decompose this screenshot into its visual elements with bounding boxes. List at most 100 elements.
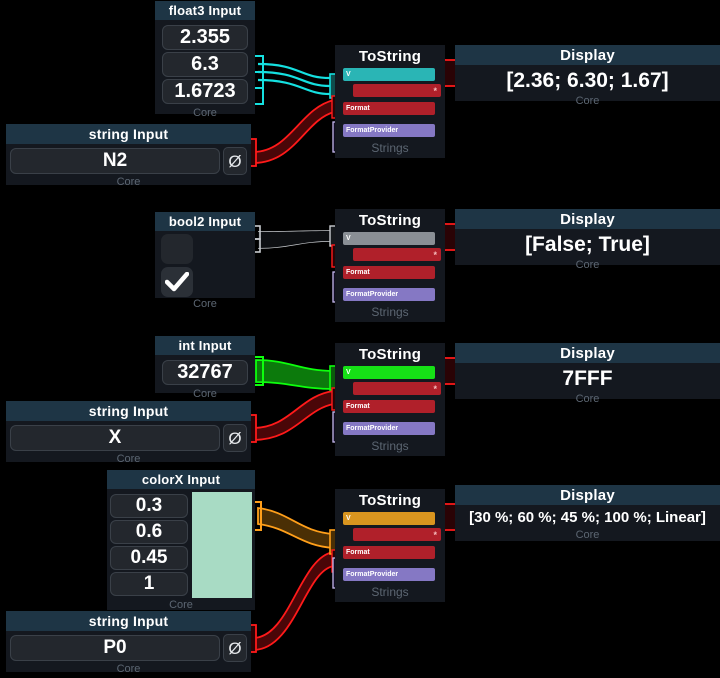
- node-footer: Core: [116, 663, 141, 675]
- port-output[interactable]: *: [353, 528, 441, 541]
- port-v[interactable]: V: [343, 512, 435, 525]
- port-list: V * Format FormatProvider: [335, 365, 445, 439]
- node-title: ToString: [358, 211, 422, 229]
- port-formatprovider[interactable]: FormatProvider: [343, 124, 435, 137]
- node-tostring-4[interactable]: ToString V * Format FormatProvider Strin…: [335, 489, 445, 602]
- node-display-4[interactable]: Display [30 %; 60 %; 45 %; 100 %; Linear…: [455, 485, 720, 541]
- node-footer: Strings: [371, 305, 409, 319]
- node-title: float3 Input: [155, 1, 255, 20]
- bool2-checkbox-0[interactable]: [161, 234, 193, 264]
- string-value-field[interactable]: P0: [10, 635, 220, 661]
- port-formatprovider[interactable]: FormatProvider: [343, 288, 435, 301]
- node-tostring-3[interactable]: ToString V * Format FormatProvider Strin…: [335, 343, 445, 456]
- node-bool2-input[interactable]: bool2 Input Core: [155, 212, 255, 310]
- null-set-icon[interactable]: Ø: [223, 147, 247, 175]
- string-input-row: N2 Ø: [6, 144, 251, 175]
- node-footer: Core: [193, 107, 217, 119]
- wire-float3-to-tostring: [257, 62, 331, 96]
- int-fields: 32767: [155, 355, 255, 385]
- node-title: Display: [455, 343, 720, 363]
- node-string-input-x[interactable]: string Input X Ø Core: [6, 401, 251, 465]
- node-footer: Strings: [371, 439, 409, 453]
- colorx-body: 0.3 0.6 0.45 1: [107, 489, 255, 598]
- port-formatprovider[interactable]: FormatProvider: [343, 568, 435, 581]
- port-v[interactable]: V: [343, 232, 435, 245]
- port-v[interactable]: V: [343, 366, 435, 379]
- colorx-value-g[interactable]: 0.6: [110, 520, 188, 544]
- bool2-checks: [155, 234, 255, 297]
- node-string-input-p0[interactable]: string Input P0 Ø Core: [6, 611, 251, 675]
- node-footer: Strings: [371, 141, 409, 155]
- node-footer: Core: [116, 453, 141, 465]
- node-title: string Input: [6, 124, 251, 144]
- null-set-icon[interactable]: Ø: [223, 634, 247, 662]
- wire-colorx-to-tostring: [257, 506, 335, 549]
- string-value-field[interactable]: N2: [10, 148, 220, 174]
- float3-value-y[interactable]: 6.3: [162, 52, 248, 77]
- colorx-value-r[interactable]: 0.3: [110, 494, 188, 518]
- port-list: V * Format FormatProvider: [335, 231, 445, 305]
- node-int-input[interactable]: int Input 32767 Core: [155, 336, 255, 400]
- wire-bool2-fill: [258, 231, 332, 248]
- node-title: string Input: [6, 401, 251, 421]
- node-footer: Core: [575, 529, 600, 541]
- port-list: V * Format FormatProvider: [335, 511, 445, 585]
- node-title: Display: [455, 485, 720, 505]
- node-footer: Strings: [371, 585, 409, 599]
- node-tostring-1[interactable]: ToString V * Format FormatProvider Strin…: [335, 45, 445, 158]
- port-format[interactable]: Format: [343, 102, 435, 115]
- string-input-row: X Ø: [6, 421, 251, 452]
- port-formatprovider[interactable]: FormatProvider: [343, 422, 435, 435]
- float3-fields: 2.355 6.3 1.6723: [155, 20, 255, 104]
- wire-stringN2-to-format: [252, 98, 335, 164]
- port-v[interactable]: V: [343, 68, 435, 81]
- wire-stringP0-to-format: [252, 550, 335, 651]
- node-colorx-input[interactable]: colorX Input 0.3 0.6 0.45 1 Core: [107, 470, 255, 611]
- node-tostring-2[interactable]: ToString V * Format FormatProvider Strin…: [335, 209, 445, 322]
- node-title: ToString: [358, 491, 422, 509]
- wire-int-to-tostring: [255, 359, 335, 390]
- node-footer: Core: [575, 259, 600, 271]
- node-footer: Core: [575, 95, 600, 107]
- display-value: 7FFF: [562, 367, 613, 390]
- null-set-icon[interactable]: Ø: [223, 424, 247, 452]
- node-title: Display: [455, 45, 720, 65]
- colorx-fields: 0.3 0.6 0.45 1: [110, 492, 188, 598]
- node-title: colorX Input: [107, 470, 255, 489]
- port-format[interactable]: Format: [343, 400, 435, 413]
- port-output[interactable]: *: [353, 248, 441, 261]
- color-swatch-preview[interactable]: [192, 492, 252, 598]
- colorx-value-b[interactable]: 0.45: [110, 546, 188, 570]
- node-string-input-n2[interactable]: string Input N2 Ø Core: [6, 124, 251, 188]
- node-title: Display: [455, 209, 720, 229]
- node-display-2[interactable]: Display [False; True] Core: [455, 209, 720, 271]
- bool2-checkbox-1[interactable]: [161, 267, 193, 297]
- node-display-1[interactable]: Display [2.36; 6.30; 1.67] Core: [455, 45, 720, 107]
- node-footer: Core: [193, 388, 217, 400]
- node-footer: Core: [575, 393, 600, 405]
- port-output[interactable]: *: [353, 382, 441, 395]
- float3-value-x[interactable]: 2.355: [162, 25, 248, 50]
- port-format[interactable]: Format: [343, 266, 435, 279]
- node-footer: Core: [169, 599, 193, 611]
- node-footer: Core: [116, 176, 141, 188]
- int-value-field[interactable]: 32767: [162, 360, 248, 385]
- display-value: [30 %; 60 %; 45 %; 100 %; Linear]: [469, 509, 706, 526]
- float3-value-z[interactable]: 1.6723: [162, 79, 248, 104]
- node-title: bool2 Input: [155, 212, 255, 231]
- node-title: int Input: [155, 336, 255, 355]
- port-format[interactable]: Format: [343, 546, 435, 559]
- node-footer: Core: [193, 298, 217, 310]
- string-value-field[interactable]: X: [10, 425, 220, 451]
- string-input-row: P0 Ø: [6, 631, 251, 662]
- node-float3-input[interactable]: float3 Input 2.355 6.3 1.6723 Core: [155, 1, 255, 119]
- node-title: ToString: [358, 47, 422, 65]
- colorx-value-a[interactable]: 1: [110, 572, 188, 596]
- display-value: [2.36; 6.30; 1.67]: [506, 69, 669, 92]
- node-title: ToString: [358, 345, 422, 363]
- node-title: string Input: [6, 611, 251, 631]
- node-display-3[interactable]: Display 7FFF Core: [455, 343, 720, 405]
- wire-bool2-to-tostring: [257, 230, 333, 249]
- port-output[interactable]: *: [353, 84, 441, 97]
